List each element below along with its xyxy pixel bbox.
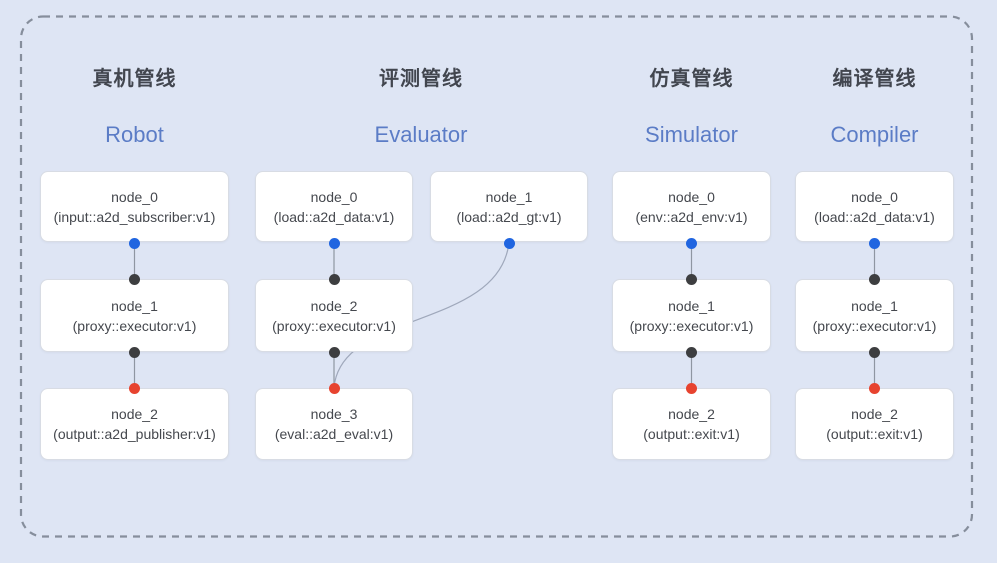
node-type: (proxy::executor:v1)	[72, 317, 197, 334]
node-simulator-2: node_2 (output::exit:v1)	[612, 388, 771, 460]
port-dot-black-simulator-n1-in	[686, 273, 697, 285]
pipeline-title-cn-simulator: 仿真管线	[649, 68, 734, 90]
pipeline-title-cn-evaluator: 评测管线	[379, 68, 463, 90]
node-robot-0: node_0 (input::a2d_subscriber:v1)	[40, 171, 229, 242]
port-dot-black-compiler-n1-out	[869, 346, 880, 358]
port-dot-black-evaluator-n2-in	[328, 273, 340, 285]
node-type: (proxy::executor:v1)	[272, 317, 396, 334]
node-label: node_2	[111, 406, 158, 422]
port-dot-blue-evaluator-n1-out	[503, 237, 515, 249]
node-label: node_0	[111, 188, 158, 205]
node-label: node_3	[310, 406, 358, 422]
port-dot-blue-evaluator-n0-out	[328, 237, 340, 249]
node-type: (load::a2d_data:v1)	[273, 208, 395, 225]
dashed-frame	[19, 15, 974, 538]
port-dot-black-compiler-n1-in	[869, 273, 880, 285]
node-type: (proxy::executor:v1)	[812, 317, 937, 334]
node-label: node_0	[310, 188, 358, 205]
node-type: (env::a2d_env:v1)	[635, 208, 748, 225]
port-dot-blue-robot-n0-out	[129, 237, 140, 249]
port-dot-black-evaluator-n2-out	[328, 346, 340, 358]
node-robot-2: node_2 (output::a2d_publisher:v1)	[40, 388, 229, 460]
pipeline-title-en-compiler: Compiler	[830, 122, 919, 147]
node-label: node_1	[668, 297, 715, 314]
node-evaluator-1: node_1 (load::a2d_gt:v1)	[430, 171, 588, 242]
node-type: (output::a2d_publisher:v1)	[53, 426, 216, 442]
node-type: (load::a2d_gt:v1)	[456, 208, 562, 225]
node-label: node_1	[485, 188, 533, 205]
node-label: node_0	[851, 188, 898, 205]
node-label: node_2	[310, 297, 358, 314]
node-type: (proxy::executor:v1)	[629, 317, 754, 334]
node-simulator-1: node_1 (proxy::executor:v1)	[612, 279, 771, 352]
node-type: (eval::a2d_eval:v1)	[274, 426, 394, 442]
node-label: node_1	[111, 297, 158, 314]
pipeline-title-en-robot: Robot	[105, 122, 164, 147]
node-simulator-0: node_0 (env::a2d_env:v1)	[612, 171, 771, 242]
node-compiler-0: node_0 (load::a2d_data:v1)	[795, 171, 954, 242]
port-dot-black-robot-n1-in	[129, 273, 140, 285]
node-compiler-1: node_1 (proxy::executor:v1)	[795, 279, 954, 352]
port-dot-blue-compiler-n0-out	[869, 237, 880, 249]
port-dot-red-robot-n2-in	[129, 382, 140, 394]
node-type: (output::exit:v1)	[826, 426, 923, 442]
port-dot-blue-simulator-n0-out	[686, 237, 697, 249]
node-type: (input::a2d_subscriber:v1)	[53, 208, 216, 225]
pipeline-title-cn-robot: 真机管线	[92, 68, 177, 90]
node-type: (output::exit:v1)	[643, 426, 740, 442]
node-compiler-2: node_2 (output::exit:v1)	[795, 388, 954, 460]
node-label: node_0	[668, 188, 715, 205]
pipeline-title-en-simulator: Simulator	[645, 122, 738, 147]
port-dot-red-evaluator-n3-in	[328, 382, 340, 394]
edge-evaluator-n1-n3-curve	[333, 242, 510, 389]
node-label: node_2	[668, 406, 715, 422]
port-dot-red-simulator-n2-in	[686, 382, 697, 394]
node-label: node_2	[851, 406, 898, 422]
node-label: node_1	[851, 297, 898, 314]
pipeline-title-en-evaluator: Evaluator	[374, 122, 468, 147]
port-dot-black-simulator-n1-out	[686, 346, 697, 358]
pipeline-title-cn-compiler: 编译管线	[832, 68, 917, 90]
node-evaluator-3: node_3 (eval::a2d_eval:v1)	[255, 388, 413, 460]
port-dot-red-compiler-n2-in	[869, 382, 880, 394]
node-type: (load::a2d_data:v1)	[814, 208, 935, 225]
port-dot-black-robot-n1-out	[129, 346, 140, 358]
node-evaluator-0: node_0 (load::a2d_data:v1)	[255, 171, 413, 242]
node-robot-1: node_1 (proxy::executor:v1)	[40, 279, 229, 352]
node-evaluator-2: node_2 (proxy::executor:v1)	[255, 279, 413, 352]
